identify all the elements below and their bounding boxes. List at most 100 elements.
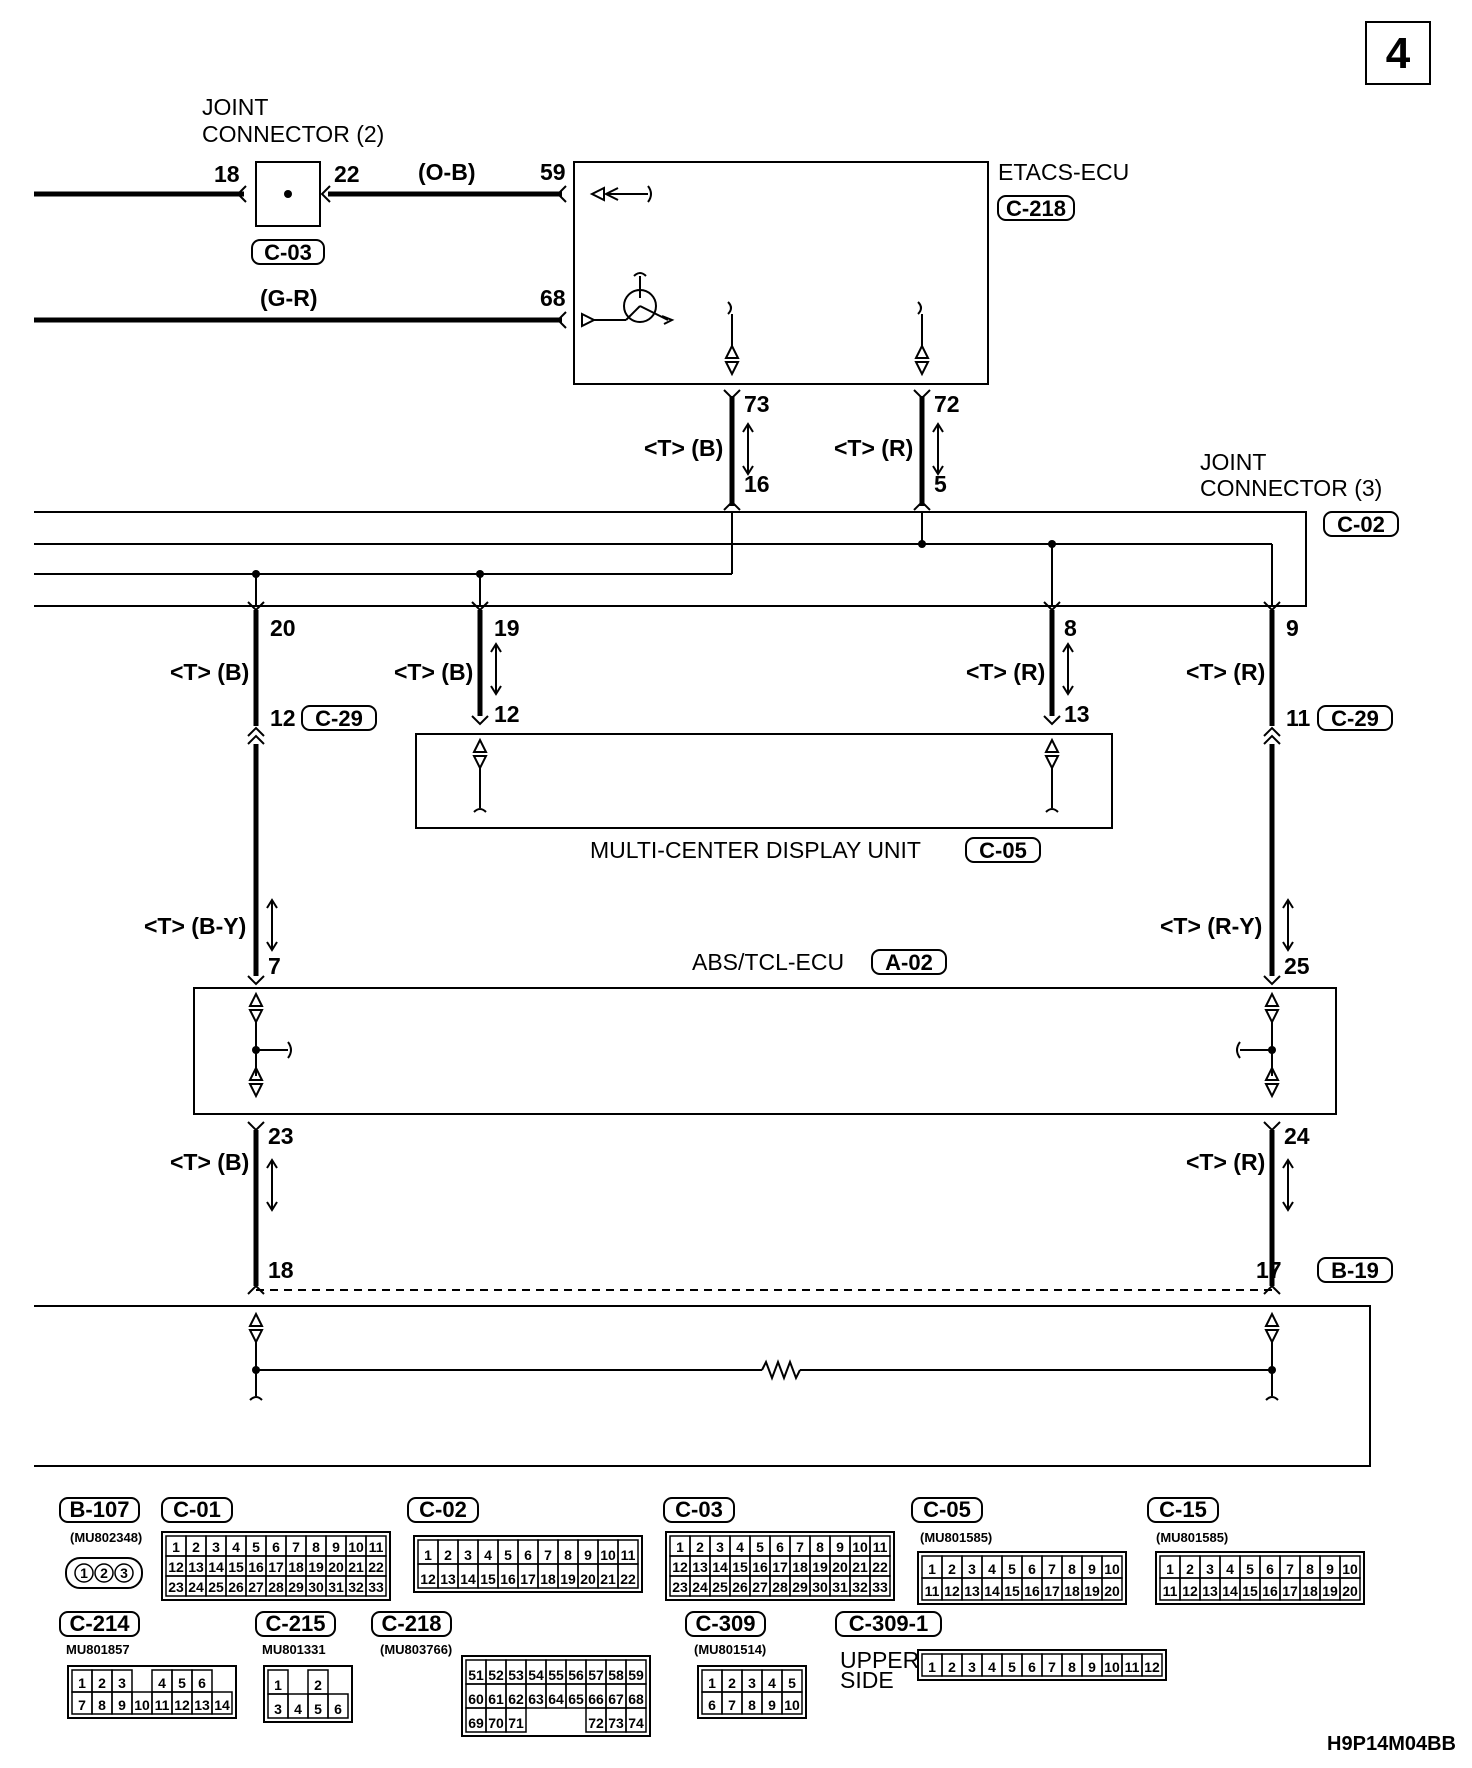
c218-pin: 56	[568, 1667, 584, 1683]
etacs-ecu: ETACS-ECU C-218	[573, 159, 1129, 385]
c01-pin: 5	[252, 1539, 260, 1555]
b19-pin-18: 18	[268, 1257, 294, 1283]
c03-pin: 31	[832, 1579, 848, 1595]
c218-pin: 55	[548, 1667, 564, 1683]
wire-68-color: (G-R)	[260, 285, 317, 311]
wire-23-color: <T> (B)	[170, 1149, 249, 1175]
c03-pin: 22	[872, 1559, 888, 1575]
c01-pin: 29	[288, 1579, 304, 1595]
c01-pin: 27	[248, 1579, 264, 1595]
etacs-code: C-218	[1006, 196, 1066, 221]
c3091-pin: 7	[1048, 1659, 1056, 1675]
c15-pin: 19	[1322, 1583, 1338, 1599]
c01-pin: 11	[369, 1539, 384, 1555]
c309-part: (MU801514)	[694, 1642, 766, 1657]
b107-pin: 2	[100, 1565, 108, 1581]
c3091-code: C-309-1	[849, 1611, 928, 1636]
c3091-pin: 1	[928, 1659, 936, 1675]
jc2-label-2: CONNECTOR (2)	[202, 121, 384, 147]
jc3-pin-19: 19	[494, 615, 520, 641]
c15-pin: 12	[1182, 1583, 1198, 1599]
c01-pin: 33	[368, 1579, 384, 1595]
c218-pin: 59	[628, 1667, 644, 1683]
c02-pin: 16	[500, 1571, 516, 1587]
c215-pin: 1	[274, 1677, 282, 1693]
c03-pin: 29	[792, 1579, 808, 1595]
wire-24-color: <T> (R)	[1186, 1149, 1265, 1175]
c03-pin: 28	[772, 1579, 788, 1595]
c01-pin: 17	[268, 1559, 284, 1575]
c03-pin: 24	[692, 1579, 708, 1595]
c218-pin: 70	[488, 1715, 504, 1731]
c214-pin: 1	[78, 1675, 86, 1691]
b19-code: B-19	[1331, 1258, 1379, 1283]
c02-pin: 19	[560, 1571, 576, 1587]
c309-pin: 10	[784, 1697, 800, 1713]
c3091-pin: 8	[1068, 1659, 1076, 1675]
etacs-label: ETACS-ECU	[998, 159, 1129, 185]
c03-pin: 3	[716, 1539, 724, 1555]
figure-code: H9P14M04BB	[1327, 1733, 1456, 1755]
c3091-pin: 4	[988, 1659, 996, 1675]
c03-pin: 2	[696, 1539, 704, 1555]
c05-pin: 20	[1104, 1583, 1120, 1599]
c15-pin: 1	[1166, 1561, 1174, 1577]
c15-pin: 13	[1202, 1583, 1218, 1599]
page-number-box	[1365, 21, 1431, 85]
c03-pin: 5	[756, 1539, 764, 1555]
c01-pin: 32	[348, 1579, 364, 1595]
c215-pin: 5	[314, 1701, 322, 1717]
c03-pin: 33	[872, 1579, 888, 1595]
c05-pin: 11	[925, 1583, 940, 1599]
b107-pin: 1	[80, 1565, 88, 1581]
c15-pin: 10	[1342, 1561, 1358, 1577]
wire-19-color: <T> (B)	[394, 659, 473, 685]
c3091-pin: 2	[948, 1659, 956, 1675]
c02-pin: 1	[424, 1547, 432, 1563]
c29-pin-11: 11	[1286, 705, 1311, 731]
c218-pin: 66	[588, 1691, 604, 1707]
c15-pin: 5	[1246, 1561, 1254, 1577]
c15-pin: 6	[1266, 1561, 1274, 1577]
c01-pin: 18	[288, 1559, 304, 1575]
c3091-pin: 5	[1008, 1659, 1016, 1675]
c218-pin: 73	[608, 1715, 624, 1731]
c214-pin: 3	[118, 1675, 126, 1691]
c214-pin: 13	[194, 1697, 210, 1713]
c02-pin: 3	[464, 1547, 472, 1563]
c03-pin: 8	[816, 1539, 824, 1555]
c214-pin: 7	[78, 1697, 86, 1713]
c02-pin: 5	[504, 1547, 512, 1563]
c309-code: C-309	[696, 1611, 756, 1636]
c15-pin: 15	[1242, 1583, 1258, 1599]
c05-code: C-05	[923, 1497, 971, 1522]
wire-8-color: <T> (R)	[966, 659, 1045, 685]
abs-pin-23: 23	[268, 1123, 294, 1149]
c02-pin: 20	[580, 1571, 596, 1587]
wire-59-color: (O-B)	[418, 159, 475, 185]
c218-pin: 57	[588, 1667, 604, 1683]
joint-connector-2: JOINT CONNECTOR (2) 18 22 C-03	[202, 94, 384, 265]
c15-pin: 9	[1326, 1561, 1334, 1577]
c218-pin: 64	[548, 1691, 564, 1707]
c05-pin: 8	[1068, 1561, 1076, 1577]
jc3-pin-5: 5	[934, 471, 947, 497]
jc3-label-1: JOINT	[1200, 449, 1266, 475]
c309-pin: 1	[708, 1675, 716, 1691]
c01-pin: 14	[208, 1559, 224, 1575]
c01-pin: 23	[168, 1579, 184, 1595]
c05-pin: 7	[1048, 1561, 1056, 1577]
mcdu-pin-13: 13	[1064, 701, 1090, 727]
c218-part: (MU803766)	[380, 1642, 452, 1657]
resistor-icon	[761, 1359, 801, 1381]
c03-pin: 26	[732, 1579, 748, 1595]
c218-pin: 74	[628, 1715, 644, 1731]
b107-pin: 3	[120, 1565, 128, 1581]
c3091-pin: 11	[1125, 1659, 1140, 1675]
c3091-side-2: SIDE	[840, 1667, 894, 1693]
jc2-pin-left: 18	[214, 161, 240, 187]
jc2-code: C-03	[264, 240, 312, 265]
c03-pin: 16	[752, 1559, 768, 1575]
etacs-pin-73: 73	[744, 391, 770, 417]
c214-code: C-214	[70, 1611, 131, 1636]
